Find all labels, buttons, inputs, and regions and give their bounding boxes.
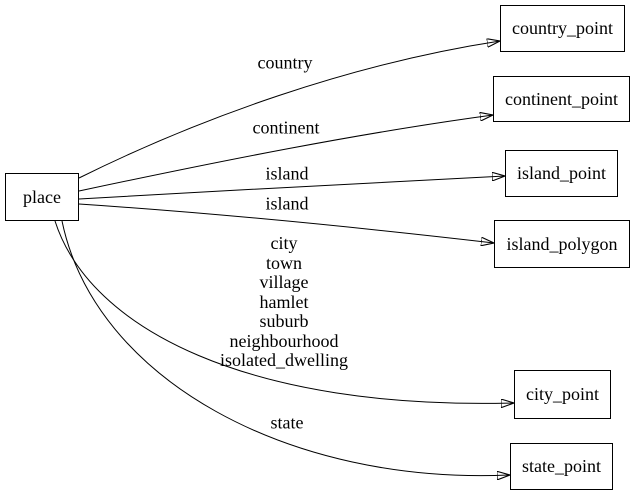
edge-label-continent: continent: [252, 117, 320, 138]
edge-place-city_point: [54, 220, 514, 403]
node-continent-point: continent_point: [493, 76, 630, 122]
edge-label-island-polygon: island: [265, 193, 309, 214]
node-city-point-label: city_point: [526, 384, 599, 404]
node-island-polygon-label: island_polygon: [506, 233, 618, 254]
edge-label-country: country: [257, 52, 313, 73]
node-island-point-label: island_point: [517, 163, 606, 183]
node-city-point: city_point: [514, 370, 611, 419]
edge-label-state: state: [270, 412, 304, 433]
edge-place-continent_point: [78, 115, 493, 192]
node-state-point: state_point: [510, 443, 613, 490]
node-continent-point-label: continent_point: [505, 88, 618, 109]
node-island-point: island_point: [505, 150, 618, 197]
node-island-polygon: island_polygon: [494, 220, 630, 268]
edge-label-island-point: island: [265, 163, 309, 184]
edge-place-island_polygon: [78, 203, 494, 243]
edge-label-city-point-variants: city town village hamlet suburb neighbou…: [220, 232, 348, 370]
edge-place-state_point: [61, 220, 510, 476]
node-country-point-label: country_point: [512, 18, 613, 38]
node-place: place: [5, 173, 79, 221]
edge-place-island_point: [78, 176, 505, 200]
node-country-point: country_point: [500, 5, 625, 52]
edge-place-country_point: [78, 41, 500, 179]
node-place-label: place: [23, 186, 61, 207]
node-state-point-label: state_point: [522, 456, 601, 476]
